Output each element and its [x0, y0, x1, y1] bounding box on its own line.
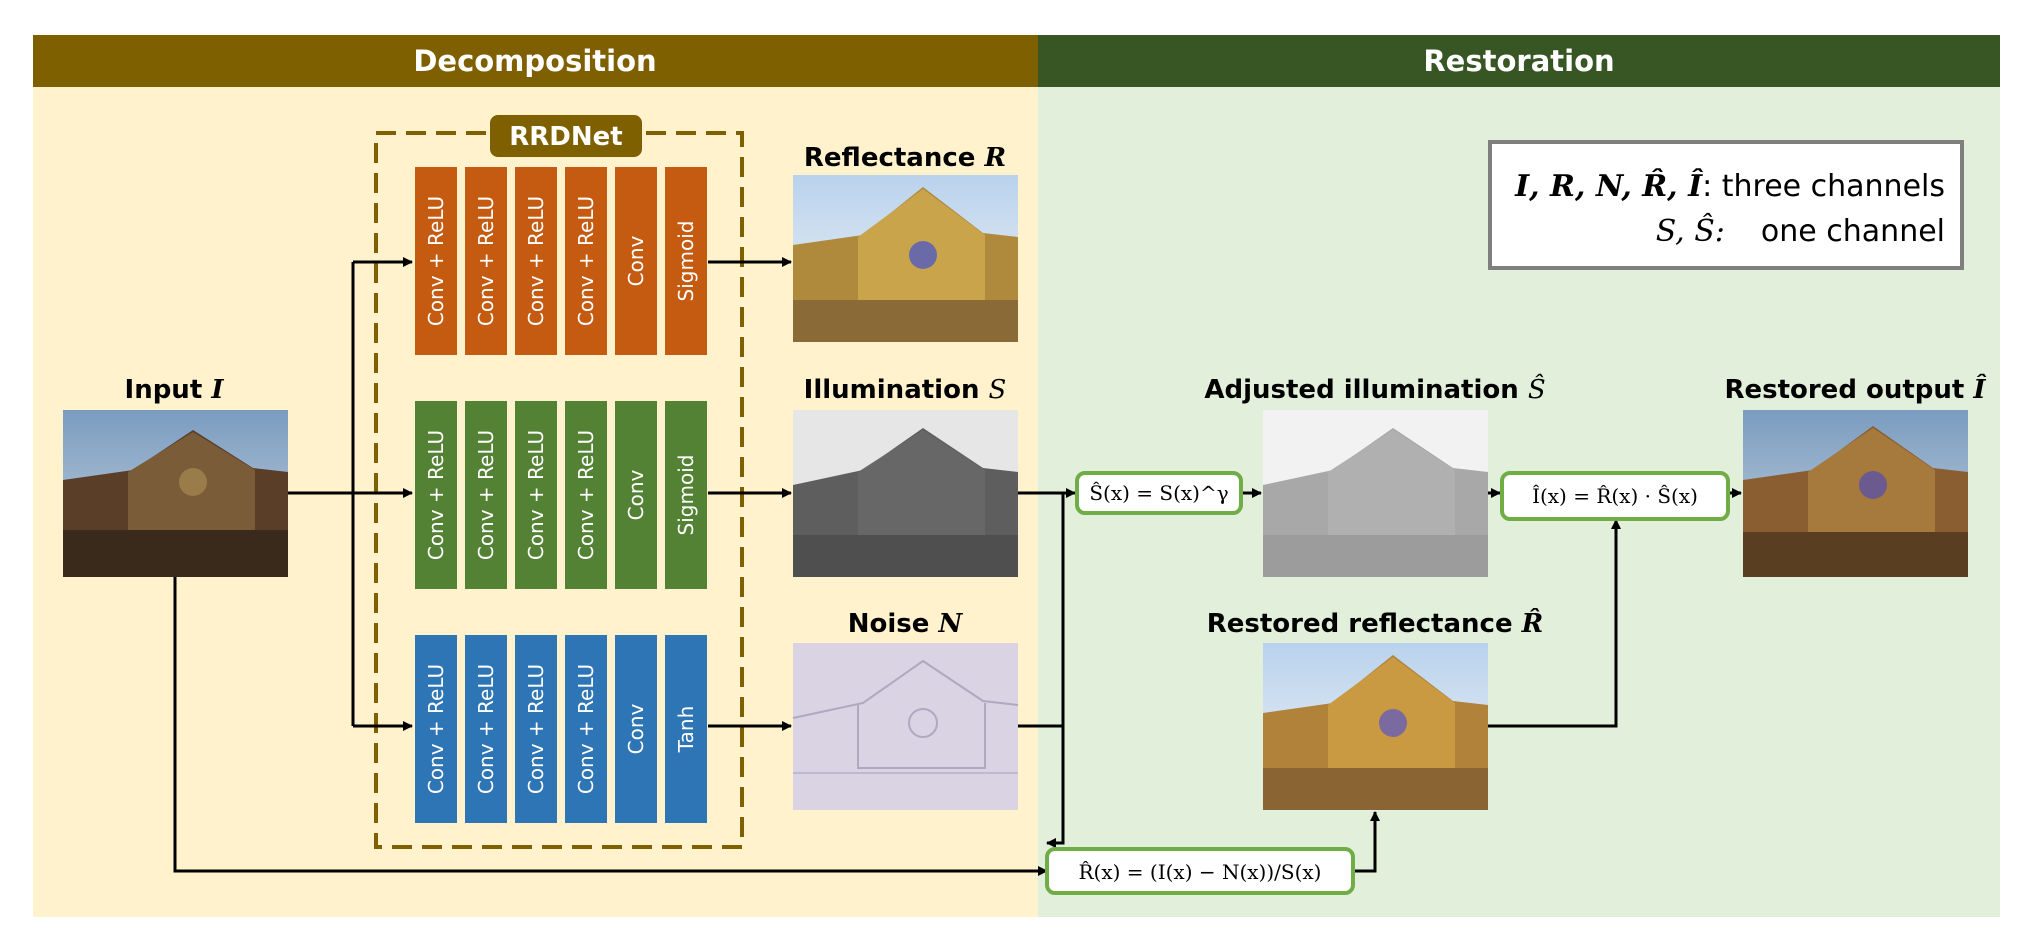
- illumination-layer-label: Conv: [624, 469, 648, 520]
- reflectance-image: [793, 175, 1018, 342]
- illumination-image: [793, 410, 1018, 577]
- illumination-layer-label: Conv + ReLU: [474, 430, 498, 560]
- reflectance-layer-block: [465, 167, 507, 355]
- legend: I, R, N, R̂, Î: three channels S, Ŝ:one …: [1488, 140, 1964, 270]
- illumination-down: [1046, 493, 1065, 848]
- illumination-layer-block: [415, 401, 457, 589]
- reflectance-branch: Conv + ReLU Conv + ReLU Conv + ReLU Conv + …: [415, 167, 707, 355]
- noise-layer-block: [465, 635, 507, 823]
- noise-layer-label: Conv: [624, 703, 648, 754]
- illumination-layer-block: [515, 401, 557, 589]
- illumination-layer-block: [665, 401, 707, 589]
- reflectance-layer-label: Conv + ReLU: [574, 196, 598, 326]
- restored-reflectance-label: Restored reflectance R̂: [1207, 608, 1544, 639]
- network-layers: Conv + ReLU Conv + ReLU Conv + ReLU Conv + …: [415, 167, 707, 823]
- noise-layer-block: [515, 635, 557, 823]
- illumination-layer-label: Conv + ReLU: [424, 430, 448, 560]
- reflectance-layer-label: Sigmoid: [674, 221, 698, 302]
- reflectance-label: Reflectance R: [804, 143, 1006, 173]
- reflectance-layer-block: [665, 167, 707, 355]
- restore-to-reflectance: [1353, 811, 1380, 873]
- noise-layer-label: Conv + ReLU: [574, 664, 598, 794]
- reflectance-layer-label: Conv: [624, 235, 648, 286]
- rrdnet-tag: [490, 115, 642, 157]
- restored-output-image: [1743, 410, 1968, 577]
- noise-layer-label: Tanh: [674, 706, 698, 754]
- reflectance-layer-label: Conv + ReLU: [474, 196, 498, 326]
- legend-line-1: I, R, N, R̂, Î: three channels: [1514, 168, 1945, 204]
- illumination-branch: Conv + ReLU Conv + ReLU Conv + ReLU Conv + …: [415, 401, 707, 589]
- input-image: [63, 410, 288, 577]
- noise-layer-block: [615, 635, 657, 823]
- input-label: Input I: [125, 375, 225, 405]
- connectors: [173, 257, 1742, 876]
- illumination-layer-block: [615, 401, 657, 589]
- reflectance-layer-block: [415, 167, 457, 355]
- reflectance-to-output-eq: [1488, 519, 1621, 728]
- rrdnet-label: RRDNet: [509, 122, 622, 152]
- reflectance-layer-block: [615, 167, 657, 355]
- illumination-layer-label: Conv + ReLU: [524, 430, 548, 560]
- noise-layer-label: Conv + ReLU: [424, 664, 448, 794]
- reflectance-layer-label: Conv + ReLU: [524, 196, 548, 326]
- gamma-equation-box: Ŝ(x) = S(x)^γ: [1075, 471, 1243, 515]
- illumination-layer-block: [465, 401, 507, 589]
- restored-output-label: Restored output Î: [1724, 373, 1986, 405]
- illumination-layer-block: [565, 401, 607, 589]
- decomposition-title: Decomposition: [413, 44, 656, 78]
- restored-reflectance-image: [1263, 643, 1488, 810]
- decomposition-header: [33, 35, 1038, 87]
- reflectance-equation: R̂(x) = (I(x) − N(x))/S(x): [1079, 860, 1322, 884]
- restoration-title: Restoration: [1423, 44, 1614, 78]
- noise-layer-block: [565, 635, 607, 823]
- noise-image: [792, 643, 1019, 810]
- input-down: [173, 577, 1048, 876]
- reflectance-equation-box: R̂(x) = (I(x) − N(x))/S(x): [1045, 847, 1355, 895]
- noise-layer-label: Conv + ReLU: [524, 664, 548, 794]
- adjusted-illumination-label: Adjusted illumination Ŝ: [1204, 373, 1545, 405]
- illumination-label: Illumination S: [804, 375, 1007, 405]
- illumination-layer-label: Sigmoid: [674, 455, 698, 536]
- illumination-layer-label: Conv + ReLU: [574, 430, 598, 560]
- reflectance-layer-block: [515, 167, 557, 355]
- adjusted-illumination-image: [1263, 410, 1488, 577]
- restoration-header: [1038, 35, 2000, 87]
- reflectance-layer-label: Conv + ReLU: [424, 196, 448, 326]
- legend-line-2: S, Ŝ:one channel: [1656, 213, 1945, 249]
- gamma-equation: Ŝ(x) = S(x)^γ: [1089, 480, 1228, 505]
- output-equation-box: Î(x) = R̂(x) · Ŝ(x): [1500, 471, 1730, 521]
- noise-layer-block: [415, 635, 457, 823]
- noise-layer-block: [665, 635, 707, 823]
- noise-label: Noise N: [848, 609, 964, 639]
- reflectance-layer-block: [565, 167, 607, 355]
- output-equation: Î(x) = R̂(x) · Ŝ(x): [1532, 483, 1698, 508]
- noise-branch: Conv + ReLU Conv + ReLU Conv + ReLU Conv + …: [415, 635, 707, 823]
- noise-layer-label: Conv + ReLU: [474, 664, 498, 794]
